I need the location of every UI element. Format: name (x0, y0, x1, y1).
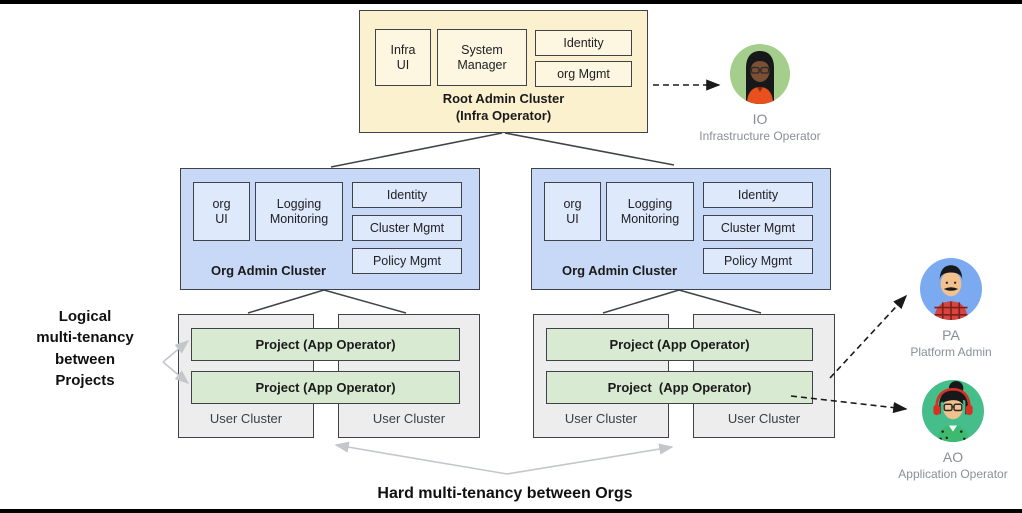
persona-infrastructure-operator: IO Infrastructure Operator (697, 44, 823, 143)
project-bar-3: Project (App Operator) (546, 328, 813, 361)
io-avatar-icon (730, 44, 790, 104)
bottom-border-bar (0, 509, 1022, 513)
org-admin-cluster-1: org UI Logging Monitoring Identity Clust… (180, 168, 480, 290)
org-admin-cluster-2: org UI Logging Monitoring Identity Clust… (531, 168, 831, 290)
hard-multitenancy-label: Hard multi-tenancy between Orgs (377, 485, 633, 502)
project-bar-2: Project (App Operator) (191, 371, 460, 404)
component-system-manager: System Manager (437, 29, 527, 86)
org-admin-cluster-title: Org Admin Cluster (562, 263, 678, 279)
persona-role: Application Operator (898, 467, 1008, 482)
component-identity: Identity (703, 182, 813, 208)
component-infra-ui: Infra UI (375, 29, 431, 86)
component-cluster-mgmt: Cluster Mgmt (352, 215, 462, 241)
persona-id: AO (942, 449, 964, 465)
root-admin-cluster: Infra UI System Manager Identity org Mgm… (359, 10, 648, 133)
user-cluster-label: User Cluster (209, 411, 283, 426)
project-bar-1: Project (App Operator) (191, 328, 460, 361)
component-logging-monitoring: Logging Monitoring (255, 182, 343, 241)
persona-role: Platform Admin (910, 345, 992, 360)
component-identity: Identity (352, 182, 462, 208)
pa-avatar-icon (920, 258, 982, 320)
component-org-ui: org UI (544, 182, 601, 241)
component-policy-mgmt: Policy Mgmt (703, 248, 813, 274)
persona-id: PA (942, 327, 960, 343)
component-cluster-mgmt: Cluster Mgmt (703, 215, 813, 241)
root-admin-cluster-title: Root Admin Cluster (Infra Operator) (442, 91, 565, 124)
logical-multitenancy-label: Logical multi-tenancy between Projects (36, 308, 134, 389)
arrow-hard-multitenancy (334, 441, 674, 475)
component-org-mgmt: org Mgmt (535, 61, 632, 87)
component-policy-mgmt: Policy Mgmt (352, 248, 462, 274)
user-cluster-label: User Cluster (727, 411, 801, 426)
component-identity: Identity (535, 30, 632, 56)
persona-role: Infrastructure Operator (699, 129, 821, 144)
top-border-bar (0, 0, 1022, 4)
component-logging-monitoring: Logging Monitoring (606, 182, 694, 241)
persona-id: IO (752, 111, 768, 127)
user-cluster-label: User Cluster (372, 411, 446, 426)
ao-avatar-icon (922, 380, 984, 442)
component-org-ui: org UI (193, 182, 250, 241)
org-admin-cluster-title: Org Admin Cluster (211, 263, 327, 279)
persona-platform-admin: PA Platform Admin (888, 258, 1014, 359)
user-cluster-label: User Cluster (564, 411, 638, 426)
persona-application-operator: AO Application Operator (888, 380, 1018, 481)
project-bar-4: Project (App Operator) (546, 371, 813, 404)
